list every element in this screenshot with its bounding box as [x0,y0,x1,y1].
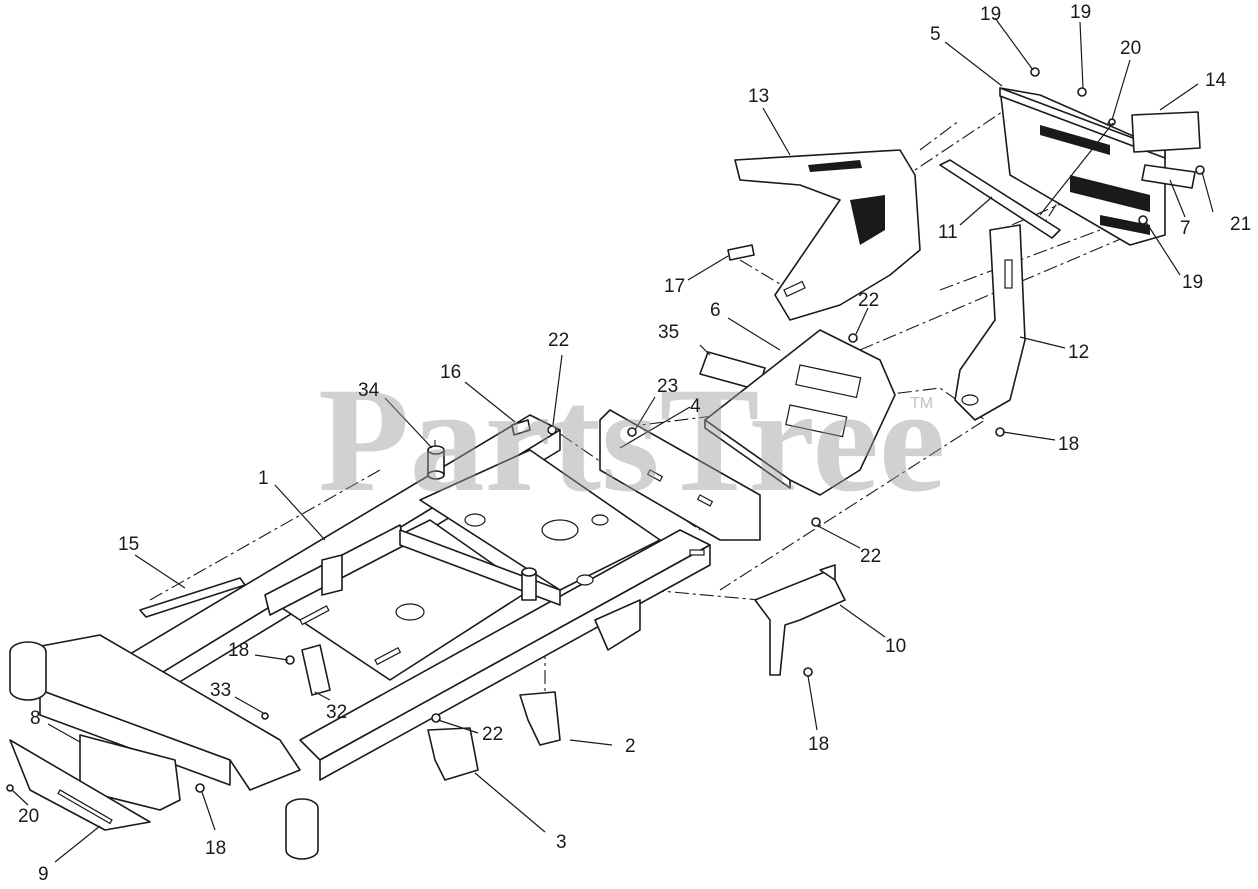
callout-11: 11 [938,222,958,243]
callout-2: 2 [625,736,636,757]
seat-mount-plate [704,329,896,496]
callout-13: 13 [748,86,769,107]
callout-22-bottom: 22 [482,724,503,745]
tower-decal [727,244,755,261]
callout-22-plate: 22 [858,290,879,311]
callout-10: 10 [885,636,906,657]
bushing [427,445,445,480]
left-control-tower [734,149,921,321]
lower-bracket-2 [519,691,561,746]
mount-bracket [754,564,846,676]
callout-14: 14 [1205,70,1227,91]
callout-23: 23 [657,376,678,397]
callout-18-left: 18 [228,640,249,661]
leader-lines [11,17,1214,863]
callout-8: 8 [30,708,41,729]
rear-panel [999,87,1166,246]
rear-decal [1131,111,1201,153]
callout-9: 9 [38,864,49,885]
pivot-bracket [301,644,331,696]
callout-33: 33 [210,680,231,701]
callout-21: 21 [1230,214,1251,235]
callout-6: 6 [710,300,721,321]
callout-19-a: 19 [980,4,1001,25]
callout-17: 17 [664,276,685,297]
main-frame [9,414,711,860]
callout-5: 5 [930,24,941,45]
callout-35: 35 [658,322,679,343]
callout-20-top: 20 [1120,38,1141,59]
callout-22-lower: 22 [860,546,881,567]
front-cover-plate [9,739,151,831]
side-bracket [1141,164,1196,189]
callout-labels: 1 2 3 4 5 6 7 8 9 10 11 12 13 14 15 16 1… [18,2,1251,885]
small-decal [511,419,531,436]
callout-32: 32 [326,702,347,723]
callout-34: 34 [358,380,380,401]
watermark-text: PartsTree [318,357,945,523]
watermark: PartsTree TM [318,357,945,523]
callout-15: 15 [118,534,139,555]
callout-12: 12 [1068,342,1089,363]
fasteners [6,67,1205,793]
callout-7: 7 [1180,218,1191,239]
brace-rod [939,159,1061,239]
callout-18-front: 18 [205,838,226,859]
callout-19-c: 19 [1182,272,1203,293]
callout-3: 3 [556,832,567,853]
callout-18-bracket: 18 [808,734,829,755]
callout-4: 4 [690,396,701,417]
callout-19-b: 19 [1070,2,1091,23]
callout-18-right: 18 [1058,434,1079,455]
watermark-trademark: TM [910,395,933,412]
right-control-tower [954,224,1026,421]
lower-bracket-3 [427,727,479,781]
callout-16: 16 [440,362,461,383]
callout-20-front: 20 [18,806,39,827]
callout-1: 1 [258,468,269,489]
callout-22-frame: 22 [548,330,569,351]
heat-shield [599,409,761,541]
